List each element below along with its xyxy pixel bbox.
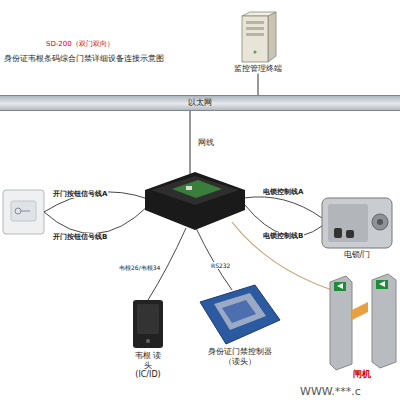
- gate-node: 闸机: [353, 272, 371, 380]
- node-caption: 韦根 读头 (IC/ID): [133, 351, 163, 380]
- wire-label: 开门按钮信号线A: [52, 190, 108, 198]
- exit-button: [3, 190, 44, 234]
- node-caption: 监控管理终端: [234, 64, 282, 74]
- diagram-title: 身份证韦根条码综合门禁详细设备连接示意图: [4, 54, 164, 64]
- reader-node: 韦根 读头 (IC/ID): [133, 300, 163, 380]
- card-reader: [133, 300, 163, 348]
- terminal-node: 监控管理终端: [234, 12, 282, 74]
- wire-label: 韦根26/韦根34: [118, 264, 161, 271]
- wire-label: 电锁控制线B: [262, 232, 304, 240]
- wire-label: 开门按钮信号线B: [52, 233, 108, 241]
- lock-node: 电锁/门: [344, 198, 371, 260]
- network-cable: [258, 74, 259, 95]
- id-reader-node: 身份证门禁控制器 （读头）: [205, 285, 275, 366]
- server-icon: [242, 12, 276, 62]
- access-controller: [145, 172, 245, 230]
- wire-label: RS232: [210, 262, 231, 269]
- node-caption: 以太网: [0, 98, 400, 108]
- electric-lock: [322, 198, 392, 248]
- node-caption: 电锁/门: [344, 250, 371, 260]
- network-band: 以太网: [0, 95, 400, 111]
- turnstile-gate: [330, 274, 396, 370]
- node-caption: 身份证门禁控制器 （读头）: [205, 347, 275, 366]
- id-reader: [200, 285, 280, 344]
- wire-label: 网线: [197, 138, 215, 148]
- model-label: SD-200（双门双向）: [46, 40, 114, 48]
- watermark: WWW.***.c: [300, 385, 361, 398]
- wire-label: 电锁控制线A: [262, 188, 304, 196]
- node-caption: 闸机: [353, 369, 371, 380]
